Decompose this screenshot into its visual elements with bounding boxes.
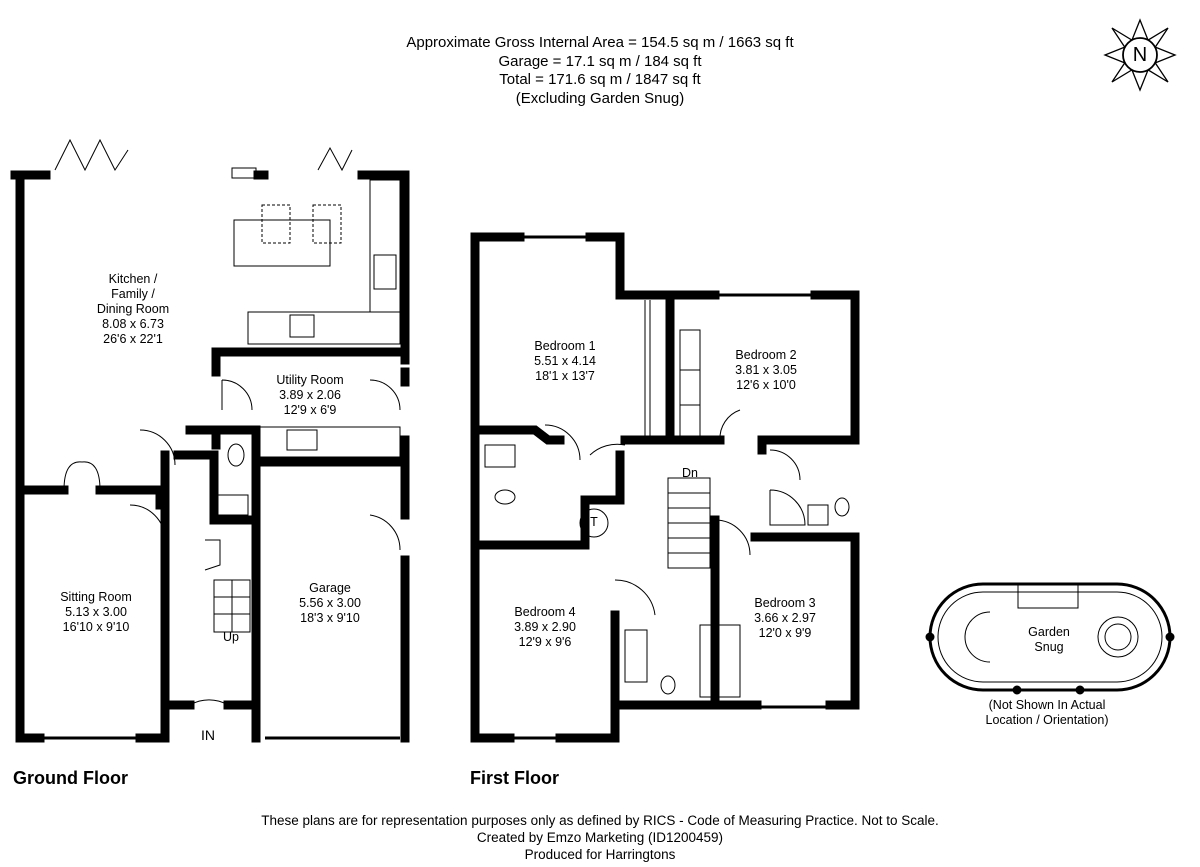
ground-floor-fixtures xyxy=(40,138,401,740)
stairs-up-label: Up xyxy=(223,630,239,644)
room-size-metric: 3.66 x 2.97 xyxy=(754,611,816,625)
room-label-bedroom-2: Bedroom 2 3.81 x 3.05 12'6 x 10'0 xyxy=(735,348,797,393)
first-floor-fixtures xyxy=(484,235,850,740)
footer-disclaimer: These plans are for representation purpo… xyxy=(261,812,939,863)
room-size-metric: 5.51 x 4.14 xyxy=(534,354,596,368)
room-name: Kitchen / xyxy=(108,272,158,286)
room-name: Utility Room xyxy=(276,373,344,387)
first-floor-title: First Floor xyxy=(470,768,559,788)
produced-for-text: Produced for Harringtons xyxy=(524,847,676,862)
room-label-bedroom-1: Bedroom 1 5.51 x 4.14 18'1 x 13'7 xyxy=(534,339,596,384)
room-size-imperial: 12'0 x 9'9 xyxy=(758,626,812,640)
room-name: Dining Room xyxy=(96,302,170,316)
disclaimer-text: These plans are for representation purpo… xyxy=(261,813,939,828)
room-name: Family / xyxy=(111,287,155,301)
room-size-metric: 8.08 x 6.73 xyxy=(102,317,164,331)
first-floor-walls xyxy=(470,232,860,743)
stairs-down-label: Dn xyxy=(682,466,698,480)
room-size-imperial: 12'6 x 10'0 xyxy=(736,378,796,392)
room-name: Sitting Room xyxy=(60,590,132,604)
gross-area-text: Approximate Gross Internal Area = 154.5 … xyxy=(406,34,794,51)
compass-north-label: N xyxy=(1132,44,1148,66)
area-summary: Approximate Gross Internal Area = 154.5 … xyxy=(406,34,793,108)
room-size-imperial: 16'10 x 9'10 xyxy=(62,620,130,634)
room-label-sitting: Sitting Room 5.13 x 3.00 16'10 x 9'10 xyxy=(60,590,132,635)
garden-snug-note: (Not Shown In Actual Location / Orientat… xyxy=(986,698,1109,728)
room-name: Snug xyxy=(1034,640,1064,654)
room-size-imperial: 12'9 x 6'9 xyxy=(283,403,337,417)
room-size-metric: 5.56 x 3.00 xyxy=(299,596,361,610)
total-area-text: Total = 171.6 sq m / 1847 sq ft xyxy=(499,71,701,88)
creator-text: Created by Emzo Marketing (ID1200459) xyxy=(476,830,724,845)
note-line: Location / Orientation) xyxy=(985,713,1109,727)
room-label-utility: Utility Room 3.89 x 2.06 12'9 x 6'9 xyxy=(276,373,343,418)
room-size-imperial: 18'3 x 9'10 xyxy=(300,611,360,625)
room-size-metric: 3.89 x 2.90 xyxy=(514,620,576,634)
entrance-label: IN xyxy=(201,727,215,743)
room-label-kitchen: Kitchen / Family / Dining Room 8.08 x 6.… xyxy=(97,272,169,347)
garden-snug-outline xyxy=(925,582,1175,695)
ground-floor-walls xyxy=(10,170,410,743)
room-size-metric: 3.89 x 2.06 xyxy=(279,388,341,402)
garage-area-text: Garage = 17.1 sq m / 184 sq ft xyxy=(498,52,702,70)
room-name: Garden xyxy=(1028,625,1070,639)
room-size-imperial: 12'9 x 9'6 xyxy=(518,635,572,649)
note-line: (Not Shown In Actual xyxy=(988,698,1106,712)
room-label-bedroom-3: Bedroom 3 3.66 x 2.97 12'0 x 9'9 xyxy=(754,596,816,641)
room-name: Bedroom 2 xyxy=(735,348,797,362)
room-name: Bedroom 1 xyxy=(534,339,596,353)
water-tank-label: T xyxy=(590,515,598,529)
room-size-metric: 3.81 x 3.05 xyxy=(735,363,797,377)
ground-floor-title: Ground Floor xyxy=(13,768,128,788)
room-size-metric: 5.13 x 3.00 xyxy=(65,605,127,619)
compass-icon xyxy=(1103,18,1177,92)
room-size-imperial: 26'6 x 22'1 xyxy=(103,332,163,346)
room-name: Bedroom 4 xyxy=(514,605,576,619)
room-label-bedroom-4: Bedroom 4 3.89 x 2.90 12'9 x 9'6 xyxy=(514,605,576,650)
room-label-garage: Garage 5.56 x 3.00 18'3 x 9'10 xyxy=(299,581,361,626)
room-name: Bedroom 3 xyxy=(754,596,816,610)
room-size-imperial: 18'1 x 13'7 xyxy=(535,369,595,383)
exclusion-note: (Excluding Garden Snug) xyxy=(515,89,685,107)
room-name: Garage xyxy=(309,581,351,595)
room-label-garden-snug: Garden Snug xyxy=(1028,625,1070,655)
